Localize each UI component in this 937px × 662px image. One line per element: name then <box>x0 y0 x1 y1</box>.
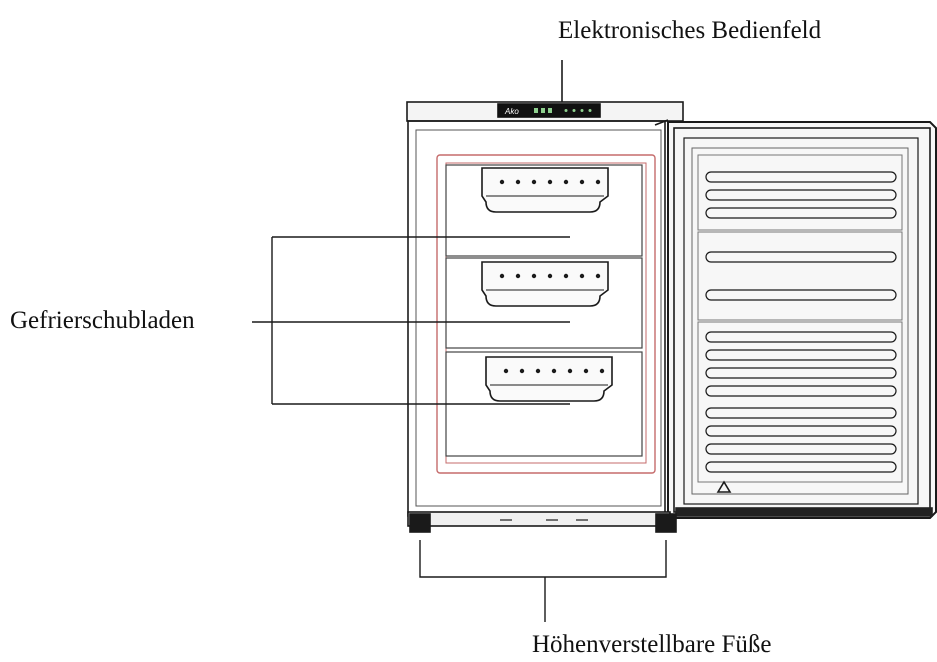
foot-right <box>655 513 677 533</box>
feet-label: Höhenverstellbare Füße <box>532 631 772 658</box>
inner-liner <box>436 154 656 474</box>
door-drain-symbol <box>716 480 732 493</box>
control-panel-label: Elektronisches Bedienfeld <box>558 17 822 44</box>
door-bottom-strip <box>675 507 933 517</box>
cabinet-base <box>407 511 671 527</box>
drawers-label: Gefrierschubladen <box>10 307 195 334</box>
panel-indicators <box>534 108 592 113</box>
drawer-1 <box>445 164 643 257</box>
foot-left <box>409 513 431 533</box>
freezer-door <box>654 119 937 519</box>
panel-logo: Ako <box>504 107 519 116</box>
cabinet-opening <box>415 129 662 507</box>
door-ridges <box>705 171 897 473</box>
drawers-bracket <box>252 236 570 405</box>
drawer-2 <box>445 257 643 349</box>
feet-bracket <box>419 540 667 622</box>
